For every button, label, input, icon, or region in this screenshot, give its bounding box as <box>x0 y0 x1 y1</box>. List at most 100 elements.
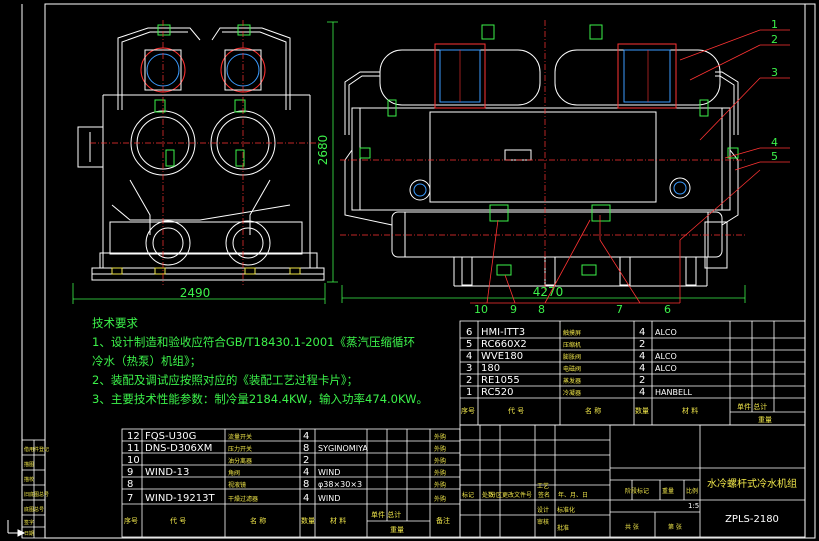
strip-label-6: 日期 <box>24 531 34 537</box>
balloon-8: 8 <box>538 303 545 316</box>
bom-bot-qty-5: 4 <box>303 493 309 504</box>
strip-label-0: 借用件登记 <box>24 446 49 453</box>
bom-bot-h-mat: 材 料 <box>330 516 346 525</box>
bom-top-no-5: 1 <box>466 387 472 398</box>
dim-width-front <box>341 285 746 303</box>
balloon-6: 6 <box>664 303 671 316</box>
bom-top-h-no: 序号 <box>461 406 475 415</box>
tb-sign: 签名 <box>538 491 550 499</box>
bom-top-qty-0: 4 <box>639 327 645 338</box>
bom-bot-no-2: 10 <box>127 455 140 466</box>
bom-top-mat-2: ALCO <box>655 352 677 361</box>
notes-line-3: 3、主要技术性能参数：制冷量2184.4KW，输入功率474.0KW。 <box>92 392 428 406</box>
bom-top-no-2: 4 <box>466 351 472 362</box>
front-view <box>340 20 745 290</box>
bom-top-no-1: 5 <box>466 339 472 350</box>
bom-bot-w-4: 外购 <box>434 481 446 489</box>
strip-label-4: 底图总号 <box>24 506 44 513</box>
bom-top-code-4: RE1055 <box>481 375 520 386</box>
bom-bot-qty-2: 2 <box>303 455 309 466</box>
bom-bottom-rows: 12 FQS-U30G 流量开关 4 外购 11 DNS-D306XM 压力开关… <box>127 431 446 504</box>
strip-label-5: 签字 <box>24 519 34 526</box>
bom-top-name-2: 膨胀阀 <box>563 353 581 361</box>
balloon-1: 1 <box>771 18 778 31</box>
tb-count: 处数 <box>482 491 494 499</box>
bom-top-name-4: 蒸发器 <box>563 377 581 385</box>
bom-top-header: 序号 代 号 名 称 数量 材 料 单件 总计 重量 <box>461 402 772 424</box>
bom-bot-qty-1: 8 <box>303 443 309 454</box>
bom-top-code-1: RC660X2 <box>481 339 527 350</box>
balloon-labels: 1 2 3 4 5 6 7 8 9 10 <box>474 18 778 316</box>
bom-top-name-0: 触摸屏 <box>563 329 581 337</box>
dim-height-label: 2680 <box>316 135 330 166</box>
bom-top-h-weight: 单件 总计 <box>737 402 767 411</box>
balloon-4: 4 <box>771 136 778 149</box>
tb-standard: 标准化 <box>557 506 575 514</box>
balloon-10: 10 <box>474 303 488 316</box>
bom-top-code-2: WVE180 <box>481 351 523 362</box>
bom-top-h-mat: 材 料 <box>682 406 698 415</box>
bom-bot-h-remark: 备注 <box>436 516 450 525</box>
bom-bot-h-name: 名 称 <box>250 516 266 525</box>
bom-bot-mat-5: WIND <box>318 494 340 503</box>
strip-label-1: 描图 <box>24 461 34 468</box>
balloon-3: 3 <box>771 66 778 79</box>
bom-top-mat-5: HANBELL <box>655 388 692 397</box>
bom-bot-qty-4: 8 <box>303 479 309 490</box>
bom-bot-w-5: 外购 <box>434 495 446 503</box>
bom-top-grid <box>459 320 806 426</box>
tb-sheet2: 第 张 <box>668 523 682 531</box>
title-block-labels: 标记 处数 分区 更改文件号 签名 年、月、日 设计 标准化 审核 工艺 批准 … <box>462 482 698 532</box>
tb-zone: 分区 <box>490 491 502 499</box>
bom-bot-code-5: WIND-19213T <box>145 493 215 504</box>
tb-change: 更改文件号 <box>502 491 532 499</box>
bom-top-name-1: 压缩机 <box>563 341 581 349</box>
bom-bot-qty-0: 4 <box>303 431 309 442</box>
tb-product-name: 水冷螺杆式冷水机组 <box>707 477 797 490</box>
bom-bot-qty-3: 4 <box>303 467 309 478</box>
notes-line-2: 2、装配及调试应按照对应的《装配工艺过程卡片》； <box>92 373 359 387</box>
bom-top-qty-4: 2 <box>639 375 645 386</box>
strip-label-2: 描校 <box>24 476 34 483</box>
bom-bot-name-3: 角阀 <box>228 469 240 477</box>
side-view <box>77 20 325 285</box>
bom-top-name-5: 冷凝器 <box>563 389 581 397</box>
balloon-7: 7 <box>616 303 623 316</box>
bom-top-mat-0: ALCO <box>655 328 677 337</box>
technical-notes: 技术要求 1、设计制造和验收应符合GB/T18430.1-2001《蒸汽压缩循环… <box>92 314 428 409</box>
bom-bot-code-1: DNS-D306XM <box>145 443 212 454</box>
bom-top-qty-5: 4 <box>639 387 645 398</box>
bom-bottom-header: 序号 代 号 名 称 数量 材 料 单件 总计 重量 备注 <box>124 510 450 534</box>
dim-width-left <box>72 283 326 304</box>
tb-scale-value: 1:5 <box>688 502 699 510</box>
left-strip-labels: 借用件登记 描图 描校 旧底图总号 底图总号 签字 日期 <box>24 446 49 537</box>
bom-top-name-3: 电磁阀 <box>563 365 581 373</box>
tb-check: 审核 <box>537 518 549 526</box>
bom-bot-no-1: 11 <box>127 443 140 454</box>
bom-bot-w-3: 外购 <box>434 469 446 477</box>
bom-bot-w-1: 外购 <box>434 445 446 453</box>
tb-weight: 重量 <box>662 487 674 495</box>
bom-top-no-3: 3 <box>466 363 472 374</box>
bom-bottom-grid <box>121 428 461 538</box>
tb-process: 工艺 <box>537 482 549 490</box>
bom-top-no-0: 6 <box>466 327 472 338</box>
bom-top-code-5: RC520 <box>481 387 514 398</box>
bom-bot-name-1: 压力开关 <box>228 445 252 453</box>
bom-bot-h-code: 代 号 <box>170 516 186 525</box>
bom-bot-code-0: FQS-U30G <box>145 431 196 442</box>
bom-bot-h-weight2: 重量 <box>390 526 404 534</box>
bom-top-h-code: 代 号 <box>508 406 524 415</box>
bom-bot-mat-4: φ38×30×3 <box>318 480 362 489</box>
bom-bot-no-0: 12 <box>127 431 140 442</box>
bom-bot-name-4: 视液镜 <box>228 481 246 489</box>
bom-top-no-4: 2 <box>466 375 472 386</box>
bom-top-mat-3: ALCO <box>655 364 677 373</box>
tb-scale: 比例 <box>686 487 698 495</box>
tb-design: 设计 <box>537 506 549 514</box>
bom-top-qty-2: 4 <box>639 351 645 362</box>
balloon-2: 2 <box>771 33 778 46</box>
bom-bot-no-3: 9 <box>127 467 133 478</box>
notes-line-1: 1、设计制造和验收应符合GB/T18430.1-2001《蒸汽压缩循环 <box>92 335 415 349</box>
